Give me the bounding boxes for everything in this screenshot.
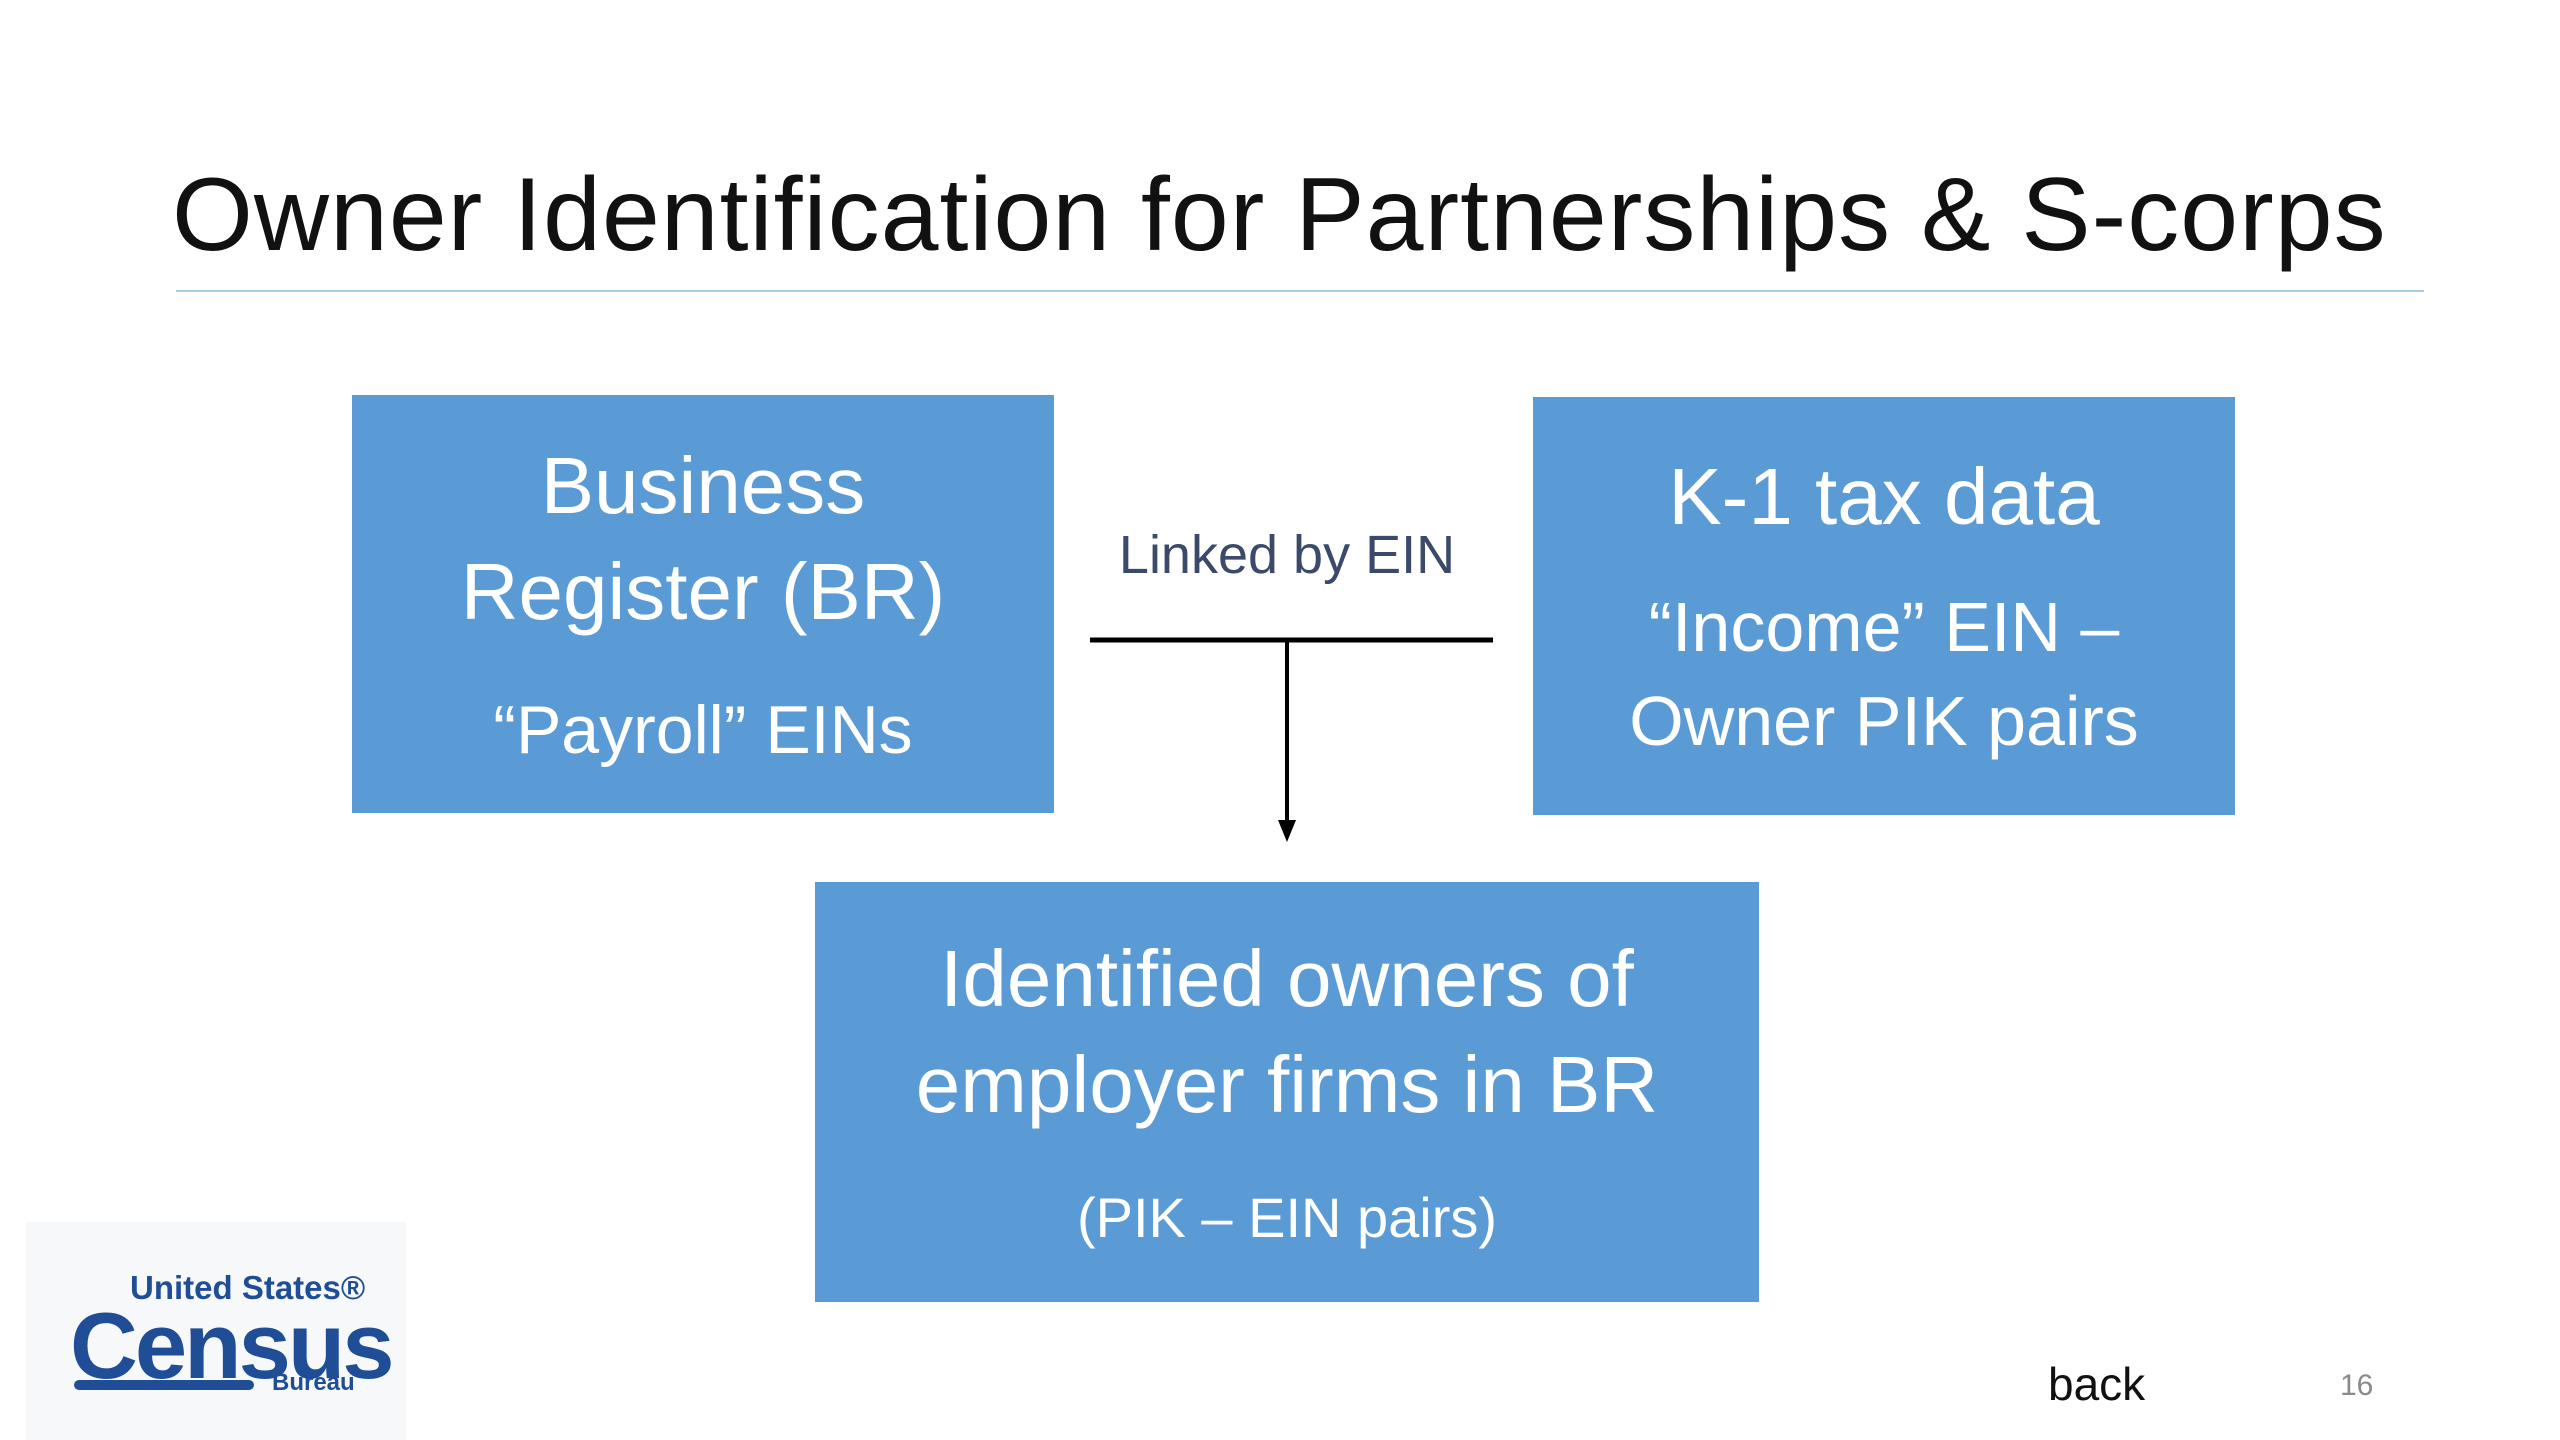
k1-tax-data-subtext: “Income” EIN – Owner PIK pairs: [1629, 580, 2139, 768]
logo-united-states-text: United States®: [130, 1269, 366, 1306]
page-number: 16: [2340, 1369, 2374, 1402]
logo-bureau-text: Bureau: [272, 1369, 355, 1396]
identified-owners-subtext: (PIK – EIN pairs): [1076, 1186, 1498, 1249]
business-register-heading-line1: Business: [540, 441, 866, 530]
census-bureau-logo: United States® Census Bureau: [26, 1222, 406, 1440]
business-register-box: Business Register (BR) “Payroll” EINs: [352, 395, 1054, 813]
identified-owners-heading-line1: Identified owners of: [940, 934, 1634, 1023]
business-register-heading-line2: Register (BR): [460, 547, 946, 636]
k1-tax-data-heading: K-1 tax data: [1668, 452, 2100, 541]
identified-owners-heading-line2: employer firms in BR: [915, 1040, 1659, 1129]
identified-owners-box: Identified owners of employer firms in B…: [815, 882, 1759, 1302]
slide-title: Owner Identification for Partnerships & …: [172, 157, 2387, 273]
logo-underline-bar: [74, 1380, 254, 1390]
arrowhead-icon: [1278, 820, 1296, 842]
k1-tax-data-subtext-line1: “Income” EIN –: [1648, 588, 2120, 666]
k1-tax-data-box: K-1 tax data “Income” EIN – Owner PIK pa…: [1533, 397, 2235, 815]
business-register-heading: Business Register (BR): [461, 433, 946, 645]
link-label: Linked by EIN: [1118, 525, 1456, 585]
k1-tax-data-subtext-line2: Owner PIK pairs: [1629, 682, 2139, 760]
identified-owners-heading: Identified owners of employer firms in B…: [916, 926, 1658, 1138]
business-register-subtext: “Payroll” EINs: [493, 692, 913, 768]
back-link[interactable]: back: [2048, 1358, 2146, 1410]
title-divider: [176, 290, 2424, 292]
logo-census-text: Census: [70, 1293, 395, 1398]
